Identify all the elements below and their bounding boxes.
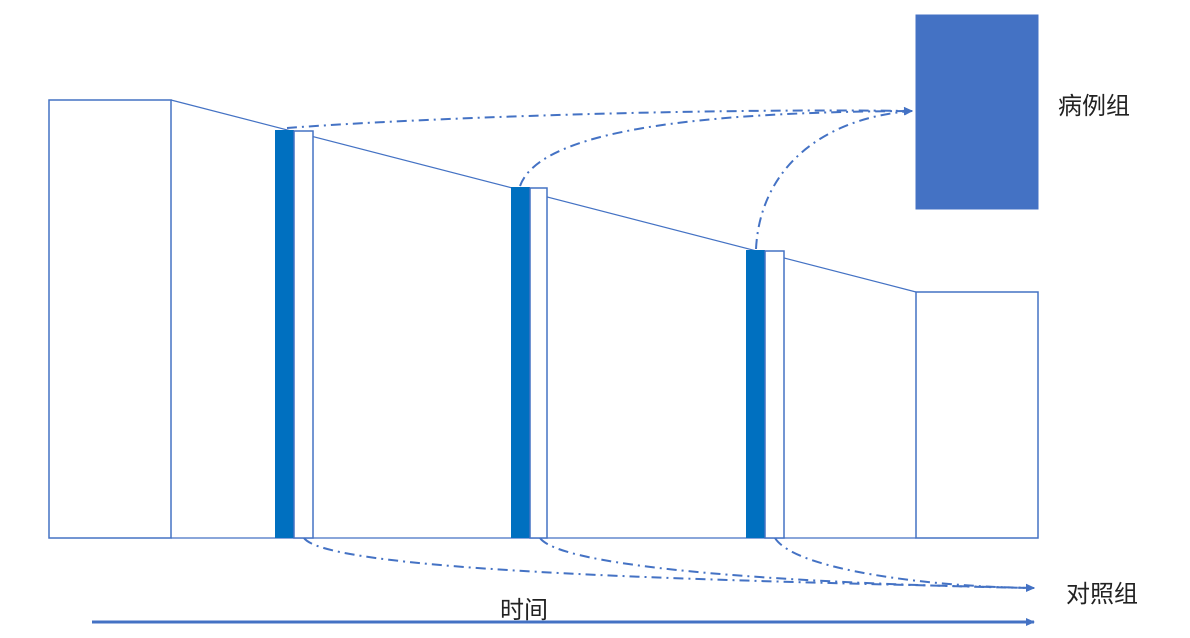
case-group-label: 病例组 bbox=[1058, 92, 1130, 120]
time-label: 时间 bbox=[500, 596, 548, 624]
final-cohort-box bbox=[915, 291, 1039, 539]
case-arrow-1 bbox=[286, 106, 913, 129]
case-bar-2 bbox=[511, 187, 530, 538]
control-group-label: 对照组 bbox=[1066, 580, 1138, 608]
sampling-slice-2 bbox=[511, 187, 548, 539]
control-bar-3 bbox=[764, 250, 785, 539]
case-arrow-3 bbox=[755, 107, 913, 250]
control-arrow-3 bbox=[774, 537, 1035, 592]
case-bar-3 bbox=[746, 250, 765, 538]
control-arrow-1 bbox=[303, 537, 1035, 592]
case-group-box bbox=[915, 14, 1039, 210]
case-arrow-2 bbox=[519, 107, 913, 187]
control-arrow-2 bbox=[539, 537, 1035, 592]
sampling-slice-3 bbox=[746, 250, 785, 539]
case-bar-1 bbox=[275, 130, 294, 538]
control-bar-2 bbox=[529, 187, 548, 539]
baseline-cohort-box bbox=[48, 99, 172, 539]
control-bar-1 bbox=[293, 130, 314, 539]
sampling-slice-1 bbox=[275, 130, 314, 539]
